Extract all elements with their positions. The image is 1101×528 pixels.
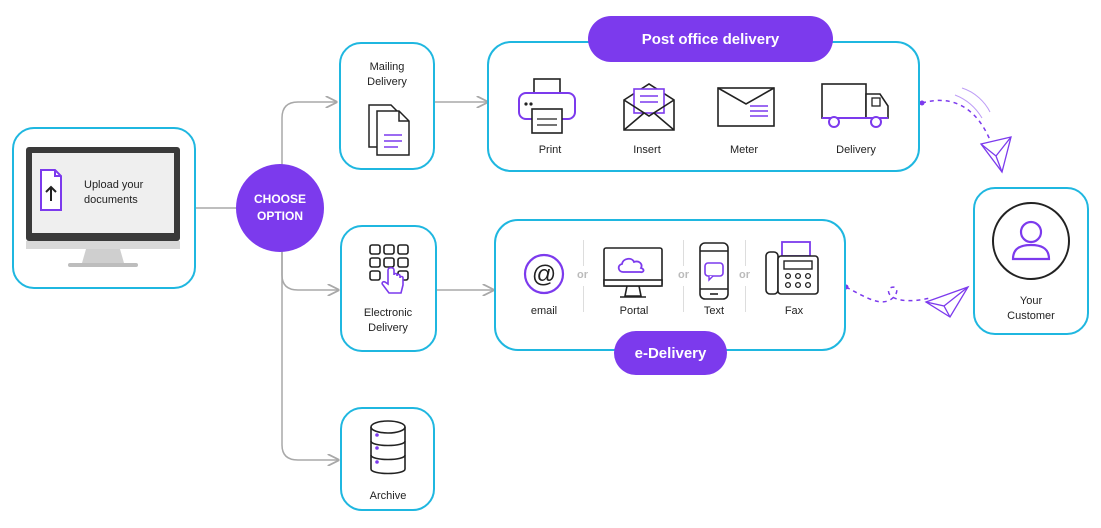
source-card: Upload your documents [12,127,196,289]
electronic-delivery-label: Electronic Delivery [363,307,413,334]
archive-label: Archive [369,490,407,502]
truck-icon [821,83,889,128]
archive-card: Archive [340,407,435,511]
keypad-icon [369,244,409,294]
user-avatar-icon [992,202,1070,280]
channel-text-label: Text [703,305,725,317]
upload-label: Upload your documents [84,179,144,206]
svg-text:@: @ [532,261,556,288]
mail-meter-icon [717,87,775,127]
document-upload-icon [40,169,62,211]
printer-icon [518,78,576,134]
or-separator: or [739,269,750,281]
e-delivery-title: e-Delivery [614,331,727,375]
post-office-title: Post office delivery [588,16,833,62]
choose-option-label: CHOOSE OPTION [253,192,306,223]
database-icon [370,420,406,475]
or-separator: or [678,269,689,281]
divider [745,240,746,266]
fax-icon [765,241,819,295]
customer-card: Your Customer [973,187,1089,335]
channel-fax-label: Fax [784,305,804,317]
divider [583,286,584,312]
paper-plane-icon [979,136,1012,174]
choose-option-badge: CHOOSE OPTION [236,164,324,252]
documents-icon [368,104,410,156]
portal-monitor-icon [603,247,663,298]
divider [583,240,584,266]
mailing-delivery-label: Mailing Delivery [367,61,407,88]
envelope-icon [623,83,675,131]
electronic-delivery-card: Electronic Delivery [340,225,437,352]
customer-label: Your Customer [1007,295,1055,322]
divider [745,286,746,312]
channel-portal-label: Portal [619,305,649,317]
mailing-delivery-card: Mailing Delivery [339,42,435,170]
email-at-icon: @ [523,253,565,295]
step-meter-label: Meter [729,144,759,156]
monitor-icon [26,147,180,267]
step-insert-label: Insert [633,144,661,156]
phone-text-icon [699,242,729,300]
or-separator: or [577,269,588,281]
step-print-label: Print [538,144,562,156]
paper-plane-icon [924,285,970,318]
divider [683,240,684,266]
channel-email-label: email [530,305,558,317]
step-delivery-label: Delivery [836,144,876,156]
divider [683,286,684,312]
